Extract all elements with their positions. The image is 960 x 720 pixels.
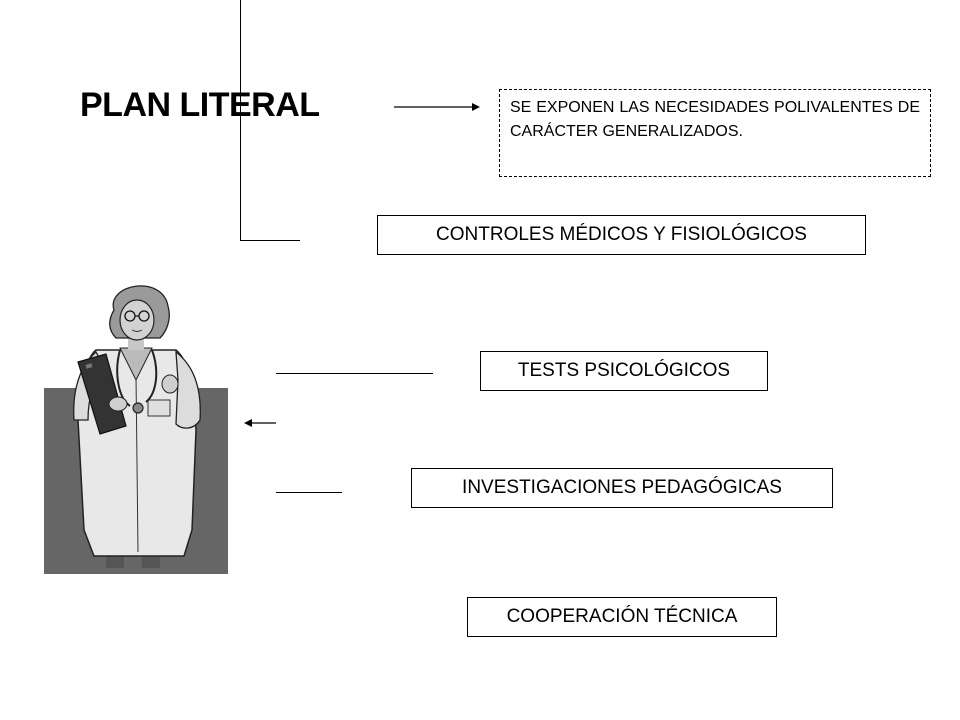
item-cooperacion-tecnica: COOPERACIÓN TÉCNICA [467, 597, 777, 637]
description-box: SE EXPONEN LAS NECESIDADES POLIVALENTES … [499, 89, 931, 177]
bracket-foot-line [240, 240, 300, 241]
title-arrow [394, 103, 480, 111]
doctor-illustration [44, 285, 228, 574]
bracket-vertical-line [240, 0, 241, 241]
connector-tests [276, 373, 433, 374]
connector-investigaciones [276, 492, 342, 493]
item-controles-medicos: CONTROLES MÉDICOS Y FISIOLÓGICOS [377, 215, 866, 255]
plan-title: PLAN LITERAL [80, 86, 320, 124]
left-arrow [244, 419, 276, 427]
item-investigaciones: INVESTIGACIONES PEDAGÓGICAS [411, 468, 833, 508]
item-tests-psicologicos: TESTS PSICOLÓGICOS [480, 351, 768, 391]
